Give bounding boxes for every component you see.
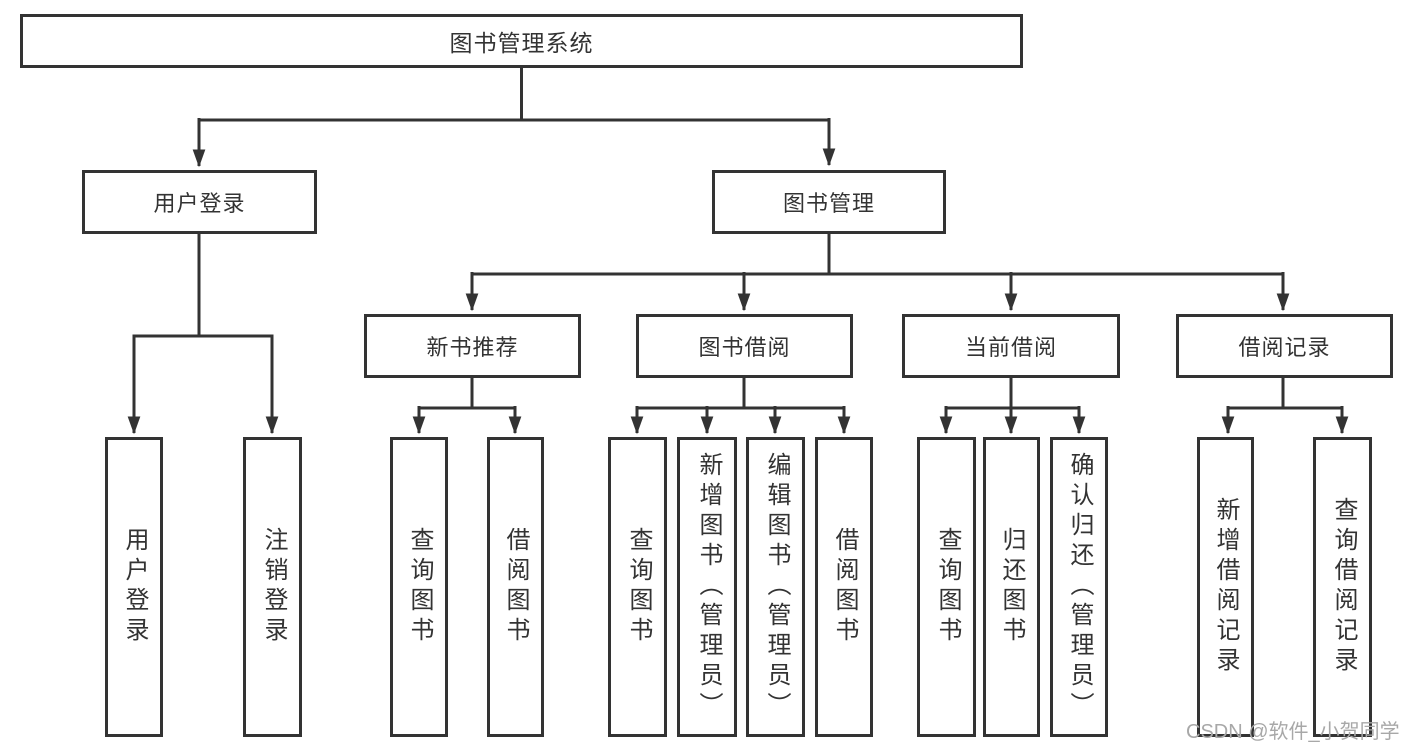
node-root-library-system: 图书管理系统 <box>20 14 1023 68</box>
node-user-login: 用户登录 <box>82 170 317 234</box>
connector-current-borrow-children <box>939 378 1086 435</box>
leaf-add-borrow-record: 新增借阅记录 <box>1197 437 1254 737</box>
leaf-query-books-3: 查询图书 <box>917 437 976 737</box>
connector-book-mgmt-children <box>465 232 1290 312</box>
leaf-logout: 注销登录 <box>243 437 302 737</box>
leaf-user-login: 用户登录 <box>105 437 163 737</box>
leaf-query-books-2: 查询图书 <box>608 437 667 737</box>
leaf-confirm-return-admin: 确认归还（管理员） <box>1050 437 1108 737</box>
csdn-watermark: CSDN @软件_小贺同学 <box>1186 721 1400 743</box>
node-current-borrow: 当前借阅 <box>902 314 1120 378</box>
connector-book-borrow-children <box>630 378 851 435</box>
leaf-add-books-admin: 新增图书（管理员） <box>677 437 737 737</box>
node-new-book-recommend: 新书推荐 <box>364 314 581 378</box>
connector-new-book-rec-children <box>412 378 522 435</box>
leaf-edit-books-admin: 编辑图书（管理员） <box>746 437 805 737</box>
connector-borrow-records-children <box>1221 378 1349 435</box>
leaf-borrow-books-2: 借阅图书 <box>815 437 873 737</box>
connector-user-login-children <box>127 234 279 435</box>
leaf-query-borrow-record: 查询借阅记录 <box>1313 437 1372 737</box>
leaf-return-books: 归还图书 <box>983 437 1040 737</box>
node-borrow-records: 借阅记录 <box>1176 314 1393 378</box>
node-book-management: 图书管理 <box>712 170 946 234</box>
leaf-borrow-books-1: 借阅图书 <box>487 437 544 737</box>
connector-root-to-level1 <box>192 68 836 168</box>
leaf-query-books-1: 查询图书 <box>390 437 448 737</box>
node-book-borrow: 图书借阅 <box>636 314 853 378</box>
